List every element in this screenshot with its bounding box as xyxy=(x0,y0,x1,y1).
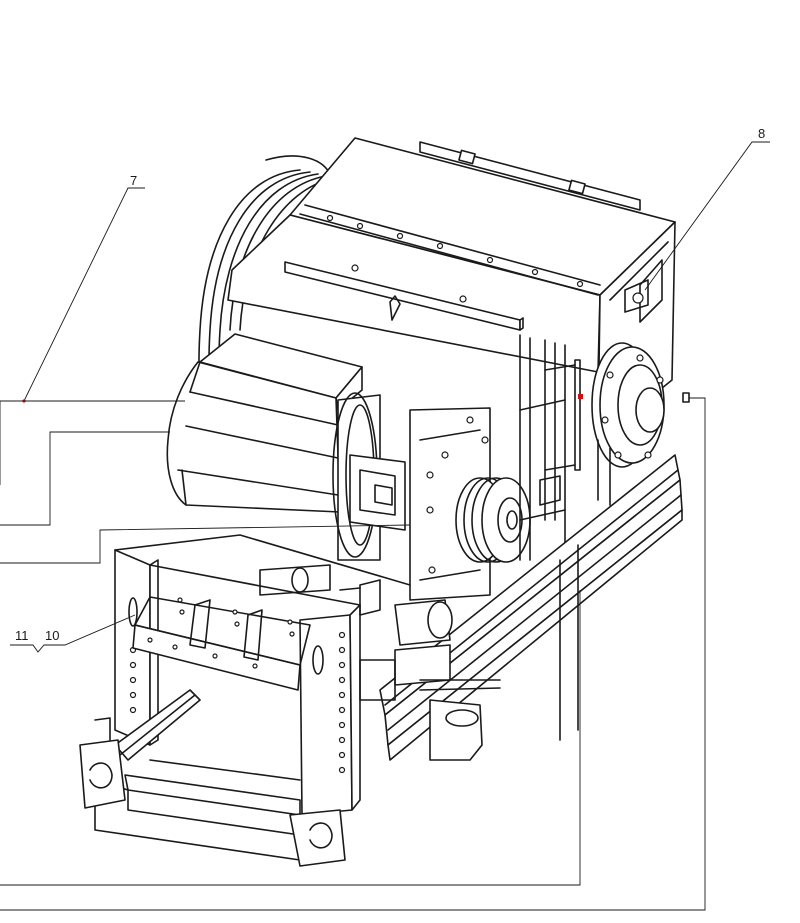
feed-frame xyxy=(114,534,411,816)
callout-11: 11 xyxy=(15,628,29,643)
small-pulley xyxy=(455,477,531,563)
leader-10-11 xyxy=(10,614,136,653)
base-frame xyxy=(379,454,683,761)
leader-lines xyxy=(0,141,770,911)
red-marker xyxy=(578,394,583,399)
bearing-flange xyxy=(544,342,665,471)
leader-7 xyxy=(23,187,145,402)
main-housing xyxy=(227,137,676,441)
leader-8 xyxy=(644,141,770,291)
callout-8: 8 xyxy=(758,126,765,141)
callout-7: 7 xyxy=(130,173,137,188)
coupling-mechanism xyxy=(259,564,501,701)
feet xyxy=(79,717,346,867)
motor xyxy=(166,333,363,513)
discharge-chute xyxy=(94,689,301,861)
callout-10: 10 xyxy=(45,628,59,643)
